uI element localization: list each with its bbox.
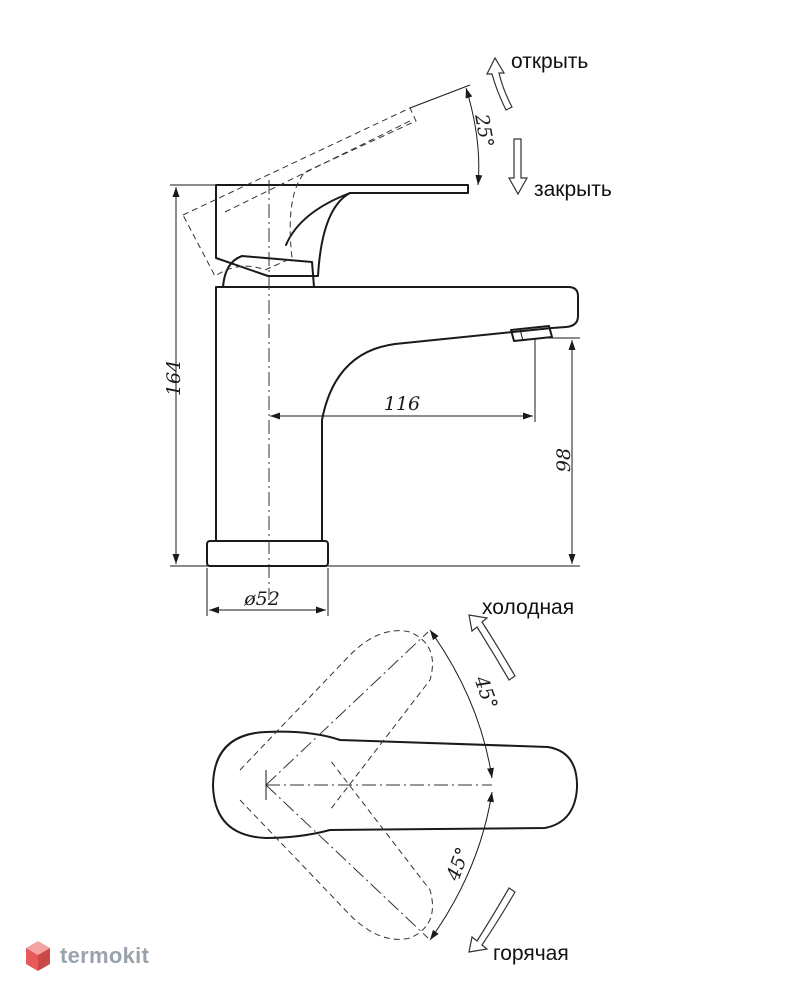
- lever-closed: [215, 184, 469, 277]
- cube-logo-icon: [26, 941, 50, 971]
- dim-lever-tilt-angle: 25°: [470, 111, 498, 149]
- faucet-body: [215, 286, 579, 542]
- label-close: закрыть: [534, 178, 612, 201]
- lever-cold-dashed: [239, 630, 433, 811]
- hot-direction-arrow-icon: [468, 887, 516, 953]
- lever-neutral-top: [212, 730, 579, 839]
- label-cold: холодная: [482, 596, 575, 619]
- lever-hot-dashed: [239, 759, 433, 940]
- cold-direction-arrow-icon: [468, 614, 516, 681]
- label-hot: горячая: [493, 942, 569, 965]
- label-open: открыть: [511, 50, 589, 73]
- dim-height-total: 164: [163, 360, 185, 396]
- side-view: [170, 56, 580, 616]
- lever-open-dashed: [182, 107, 417, 277]
- aerator: [510, 325, 553, 342]
- top-view: [212, 614, 579, 953]
- brand-name: termokit: [60, 943, 150, 968]
- dim-rotate-cold-angle: 45°: [469, 672, 502, 712]
- dim-spout-height: 98: [553, 448, 575, 472]
- dim-base-diameter: ø52: [243, 588, 280, 610]
- dim-rotate-hot-angle: 45°: [442, 844, 475, 884]
- open-direction-arrow-icon: [486, 56, 513, 111]
- brand-watermark: termokit: [24, 938, 149, 974]
- close-direction-arrow-icon: [507, 138, 529, 196]
- dim-spout-reach: 116: [384, 393, 420, 415]
- base-ring: [206, 540, 329, 567]
